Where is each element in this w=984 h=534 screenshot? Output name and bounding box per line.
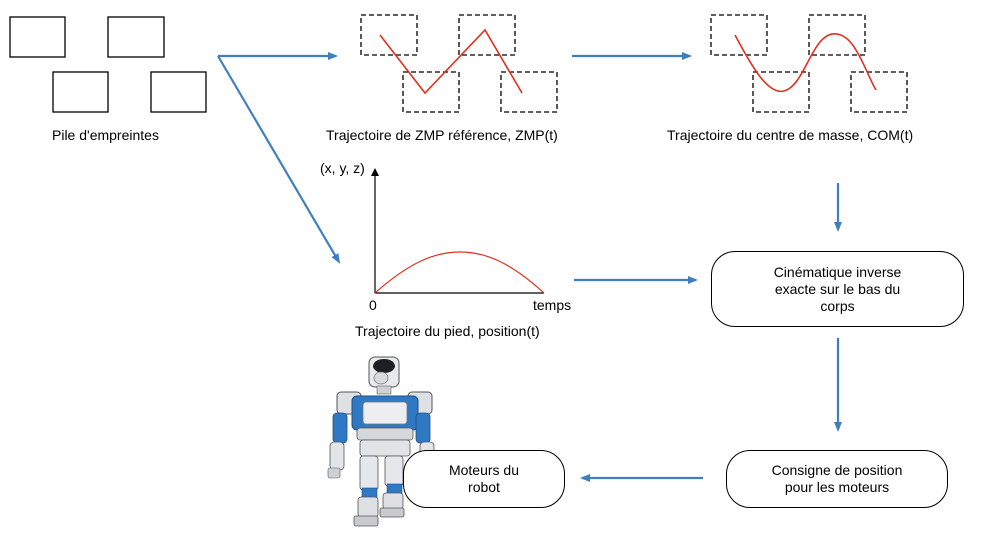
- foot-origin-label: 0: [369, 297, 377, 313]
- com-curve: [734, 33, 877, 93]
- ik-box-line: Cinématique inverse: [773, 263, 902, 280]
- foot-y-axis-label: (x, y, z): [320, 160, 365, 176]
- footprint-dashed: [458, 14, 516, 56]
- footprint-rect: [150, 71, 207, 113]
- footprint-dashed: [850, 71, 908, 113]
- zmp-trajectory-graphic: [360, 14, 558, 113]
- humanoid-robot-icon: [327, 356, 436, 527]
- foot-curve: [374, 251, 545, 294]
- ik-box: Cinématique inverse exacte sur le bas du…: [711, 251, 964, 327]
- zmp-curve: [379, 28, 523, 95]
- ik-box-line: exacte sur le bas du: [774, 280, 901, 297]
- foot-trajectory-plot: [371, 168, 545, 294]
- setpoint-box-line: pour les moteurs: [784, 479, 890, 495]
- footprint-dashed: [752, 71, 810, 113]
- motors-box: Moteurs du robot: [403, 450, 565, 508]
- footprint-dashed: [710, 14, 768, 56]
- ik-box-line: corps: [820, 297, 855, 314]
- motors-box-line: robot: [468, 479, 500, 495]
- zmp-label: Trajectoire de ZMP référence, ZMP(t): [326, 127, 558, 143]
- footprints-label: Pile d'empreintes: [52, 127, 159, 143]
- footprint-dashed: [360, 14, 418, 56]
- footprint-rect: [9, 16, 66, 58]
- arrow-footprints-to-foot: [217, 55, 341, 264]
- foot-x-axis-label: temps: [533, 297, 572, 313]
- setpoint-box-line: Consigne de position: [771, 462, 903, 478]
- motors-box-line: Moteurs du: [448, 462, 520, 478]
- footprint-rect: [107, 16, 165, 58]
- com-trajectory-graphic: [710, 14, 908, 113]
- footprint-stack-icon: [9, 16, 207, 113]
- foot-label: Trajectoire du pied, position(t): [355, 323, 540, 339]
- footprint-dashed: [808, 14, 866, 56]
- footprint-dashed: [500, 71, 558, 113]
- footprint-rect: [52, 71, 109, 113]
- com-label: Trajectoire du centre de masse, COM(t): [667, 127, 914, 143]
- setpoint-box: Consigne de position pour les moteurs: [726, 450, 948, 508]
- footprint-dashed: [402, 71, 460, 113]
